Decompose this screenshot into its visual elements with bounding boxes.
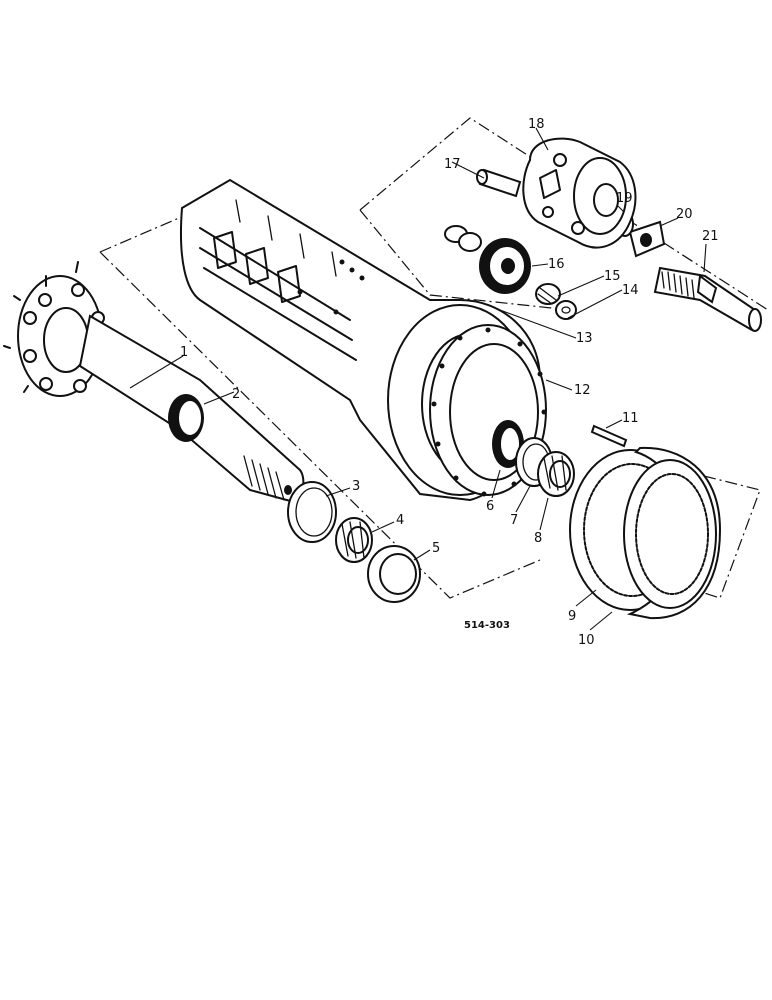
gasket-12 [429,324,547,497]
bearing-cup-3 [287,481,337,543]
planet-pin-17 [476,168,522,198]
bearing-cone-8 [537,451,575,497]
reference-code: 514-303 [464,620,510,631]
callout-14: 14 [622,283,639,298]
needle-bearing-15 [535,283,561,305]
leader-lines [129,127,707,631]
callout-1: 1 [180,345,188,360]
thrust-washer-20 [628,220,666,258]
pinion-shaft-21 [653,266,762,332]
callout-18: 18 [528,117,545,132]
callout-15: 15 [604,269,621,284]
callout-10: 10 [578,633,595,648]
callout-8: 8 [534,531,542,546]
bearing-cone-4 [335,517,373,563]
seal-ring-5 [367,545,421,603]
callout-7: 7 [510,513,518,528]
callout-6: 6 [486,499,494,514]
callout-labels: 1 2 3 4 5 6 7 8 9 10 11 12 13 14 15 16 1… [180,117,719,648]
callout-20: 20 [676,207,693,222]
planet-gear-16 [444,225,531,294]
callout-19: 19 [616,191,633,206]
callout-3: 3 [352,479,360,494]
callout-13: 13 [576,331,593,346]
ring-gear-carrier-10 [623,446,722,620]
callout-9: 9 [568,609,576,624]
callout-11: 11 [622,411,639,426]
callout-2: 2 [232,387,240,402]
callout-17: 17 [444,157,461,172]
callout-16: 16 [548,257,565,272]
callout-5: 5 [432,541,440,556]
dowel-pin-11 [590,424,628,448]
planet-carrier-18 [522,137,637,249]
callout-12: 12 [574,383,591,398]
callout-21: 21 [702,229,719,244]
callout-4: 4 [396,513,404,528]
shaft-seal-2 [168,394,204,442]
washer-14 [555,300,577,320]
